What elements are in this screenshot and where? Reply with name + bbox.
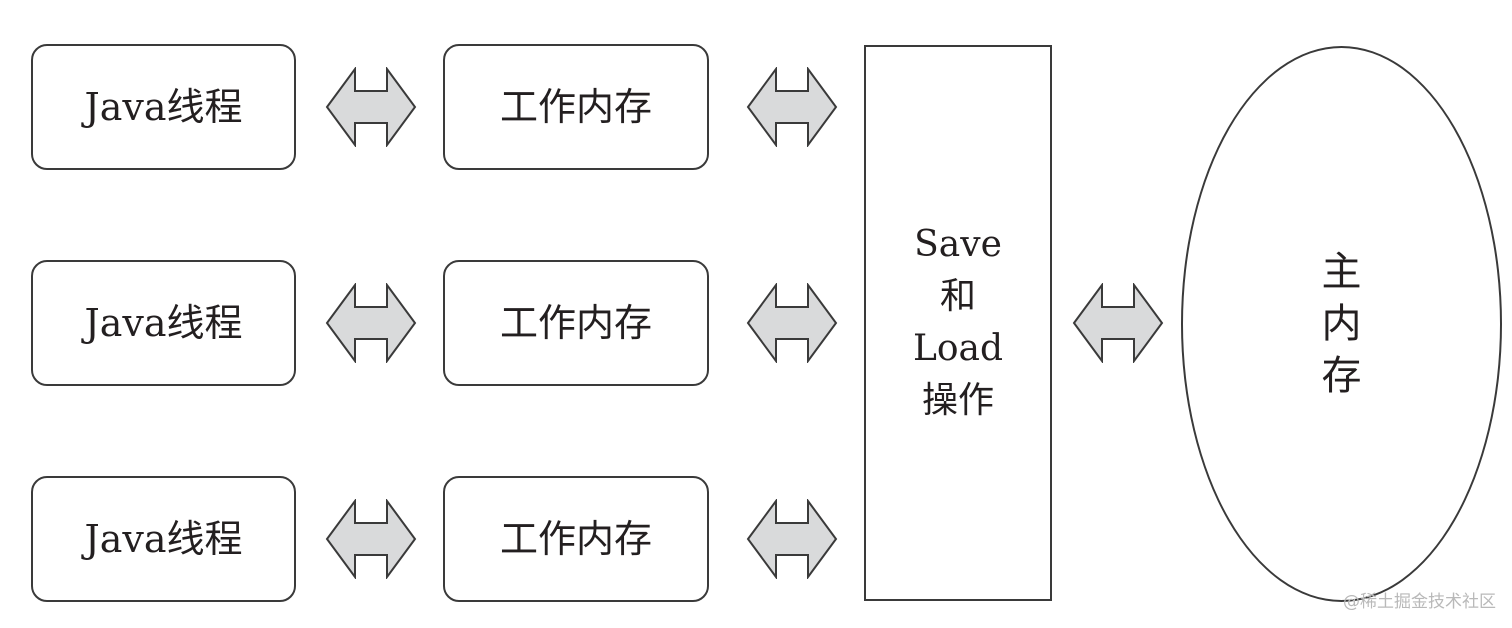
double-arrow-icon	[746, 283, 838, 363]
working-memory-box-1: 工作内存	[443, 44, 709, 170]
working-memory-label: 工作内存	[499, 301, 652, 345]
double-arrow-icon	[1072, 283, 1164, 363]
double-arrow-icon	[325, 499, 417, 579]
java-thread-box-2: Java线程	[31, 260, 296, 386]
java-thread-label: Java线程	[84, 517, 243, 561]
watermark-text: @稀土掘金技术社区	[1343, 592, 1496, 612]
save-load-box: Save 和 Load 操作	[864, 45, 1052, 601]
main-memory-char: 存	[1321, 353, 1362, 399]
double-arrow-icon	[325, 283, 417, 363]
double-arrow-icon	[746, 67, 838, 147]
working-memory-box-2: 工作内存	[443, 260, 709, 386]
main-memory-char: 内	[1321, 301, 1362, 347]
save-load-line: 操作	[921, 380, 994, 421]
save-load-line: 和	[939, 276, 976, 317]
java-thread-label: Java线程	[84, 301, 243, 345]
main-memory-char: 主	[1321, 249, 1362, 295]
java-thread-box-3: Java线程	[31, 476, 296, 602]
java-thread-label: Java线程	[84, 85, 243, 129]
save-load-line: Save	[914, 224, 1002, 265]
save-load-line: Load	[912, 328, 1004, 369]
double-arrow-icon	[325, 67, 417, 147]
working-memory-box-3: 工作内存	[443, 476, 709, 602]
double-arrow-icon	[746, 499, 838, 579]
java-thread-box-1: Java线程	[31, 44, 296, 170]
working-memory-label: 工作内存	[499, 517, 652, 561]
main-memory-ellipse: 主 内 存	[1181, 46, 1502, 602]
working-memory-label: 工作内存	[499, 85, 652, 129]
